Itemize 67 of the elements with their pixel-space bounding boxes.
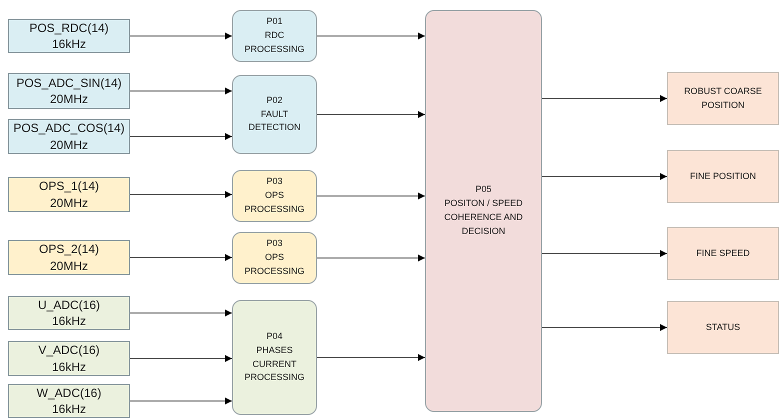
process-id: P03 [266,175,282,188]
output-box [667,150,779,203]
arrow [542,95,667,102]
arrow [317,192,425,200]
signal-box [8,73,130,109]
process-id: P01 [266,15,282,28]
box-label: OPS PROCESSING [243,189,306,216]
box-label: ROBUST COARSE POSITION [683,84,763,112]
signal-name: OPS_2(14) [38,241,100,258]
signal-name: OPS_1(14) [38,178,100,194]
signal-box [8,341,130,376]
signal-name: U_ADC(16) [38,296,100,313]
signal-name: POS_ADC_SIN(14) [16,74,122,91]
box-label: POSITON / SPEED COHERENCE AND DECISION [443,197,524,238]
process-id: P04 [266,330,282,343]
process-box [232,300,317,415]
arrow [130,191,232,198]
box-label: STATUS [706,320,740,334]
arrow [130,398,232,404]
output-box [667,227,779,280]
signal-frequency: 16kHz [52,313,86,330]
arrow [317,254,425,262]
arrow [130,310,232,316]
arrow [317,111,425,118]
signal-box [8,119,130,154]
box-label: FAULT DETECTION [247,108,302,134]
arrow [130,133,232,140]
signal-frequency: 20MHz [50,136,88,153]
signal-name: POS_ADC_COS(14) [13,120,125,136]
arrow [542,173,667,180]
box-label: OPS PROCESSING [243,251,306,278]
signal-frequency: 20MHz [50,91,88,108]
arrow [542,250,667,257]
process-id: P05 [475,183,492,196]
arrow [130,88,232,94]
signal-box [8,177,130,212]
signal-box [8,240,130,275]
arrow [130,355,232,362]
arrow [317,354,425,361]
process-id: P03 [266,237,282,250]
process-box [232,10,317,62]
signal-frequency: 16kHz [52,401,86,418]
box-label: FINE POSITION [690,170,756,183]
signal-frequency: 20MHz [50,194,88,211]
arrow [317,32,425,40]
process-box [425,10,542,412]
output-box [667,72,779,125]
signal-frequency: 20MHz [50,258,88,274]
process-box [232,170,317,222]
signal-name: V_ADC(16) [38,342,100,358]
signal-frequency: 16kHz [52,36,86,52]
process-id: P02 [266,94,282,107]
arrow [130,32,232,40]
process-box [232,232,317,284]
arrow [542,324,667,331]
signal-frequency: 16kHz [52,358,86,375]
box-label: PHASES CURRENT PROCESSING [243,344,306,384]
signal-name: W_ADC(16) [36,384,102,401]
arrow [130,254,232,261]
box-label: FINE SPEED [696,246,750,260]
signal-name: POS_RDC(14) [29,20,109,36]
signal-box [8,296,130,330]
signal-box [8,19,130,53]
box-label: RDC PROCESSING [243,29,306,56]
output-box [667,301,779,354]
process-box [232,75,317,154]
signal-box [8,384,130,418]
